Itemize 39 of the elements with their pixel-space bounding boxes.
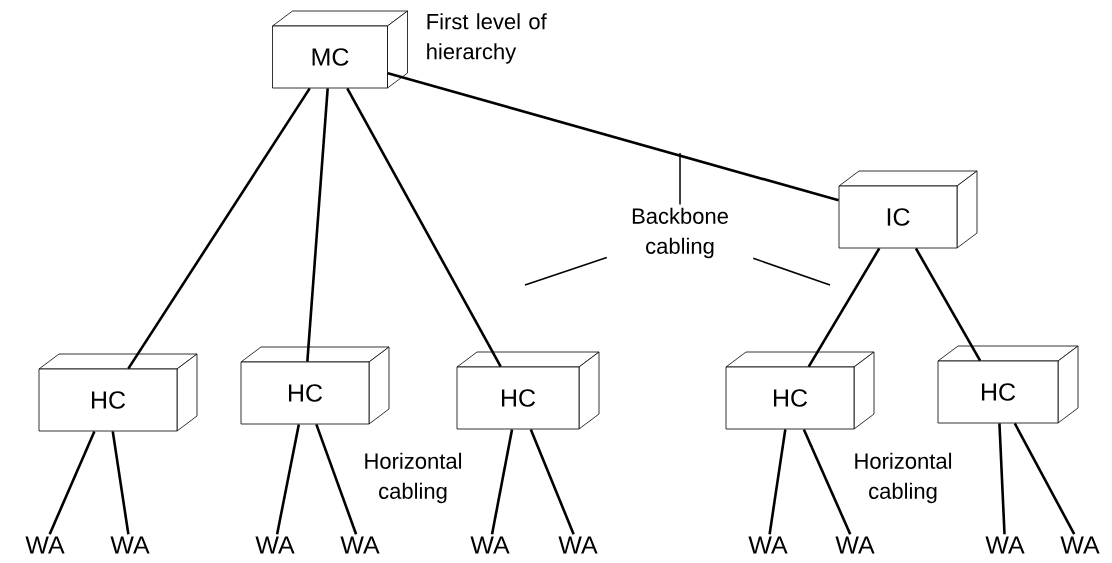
cable-line [127,87,311,370]
cable-line [275,424,301,535]
cable-line [1013,422,1076,535]
cabling-label: Horizontal cabling [365,452,462,504]
cube-box: HC [456,351,600,430]
cable-line [768,429,787,535]
work-area-label: WA [110,536,150,554]
cable-line [315,423,358,535]
cube-box: IC [838,170,978,249]
work-area-label: WA [748,536,788,554]
work-area-label: WA [255,536,295,554]
cabling-label: Horizontal cabling [855,452,952,504]
node-label: First level of hierarchy [427,13,547,64]
cube-box: MC First level of hierarchy [272,10,547,89]
cable-line [802,428,852,535]
cable-line [48,430,96,535]
work-area-label: WA [835,536,875,554]
cube-box: HC [725,351,875,430]
work-area-label: WA [1060,536,1100,554]
cable-line [306,88,329,362]
cable-line [529,428,575,535]
work-area-label: WA [340,536,380,554]
cable-line [914,247,982,362]
cable-line [387,71,839,202]
leader-line [679,152,681,206]
work-area-label: WA [985,536,1025,554]
leader-line [524,256,608,286]
cable-line [998,423,1006,535]
cube-box: HC [937,345,1079,424]
text-label: Backbone cabling [632,207,728,259]
cube-box: HC [38,353,198,432]
leader-line [752,257,831,286]
cable-line [346,87,502,368]
work-area-label: WA [558,536,598,554]
cable-line [111,431,130,535]
cube-box: HC [240,346,390,425]
cable-line [490,429,514,535]
work-area-label: WA [470,536,510,554]
work-area-label: WA [25,536,65,554]
